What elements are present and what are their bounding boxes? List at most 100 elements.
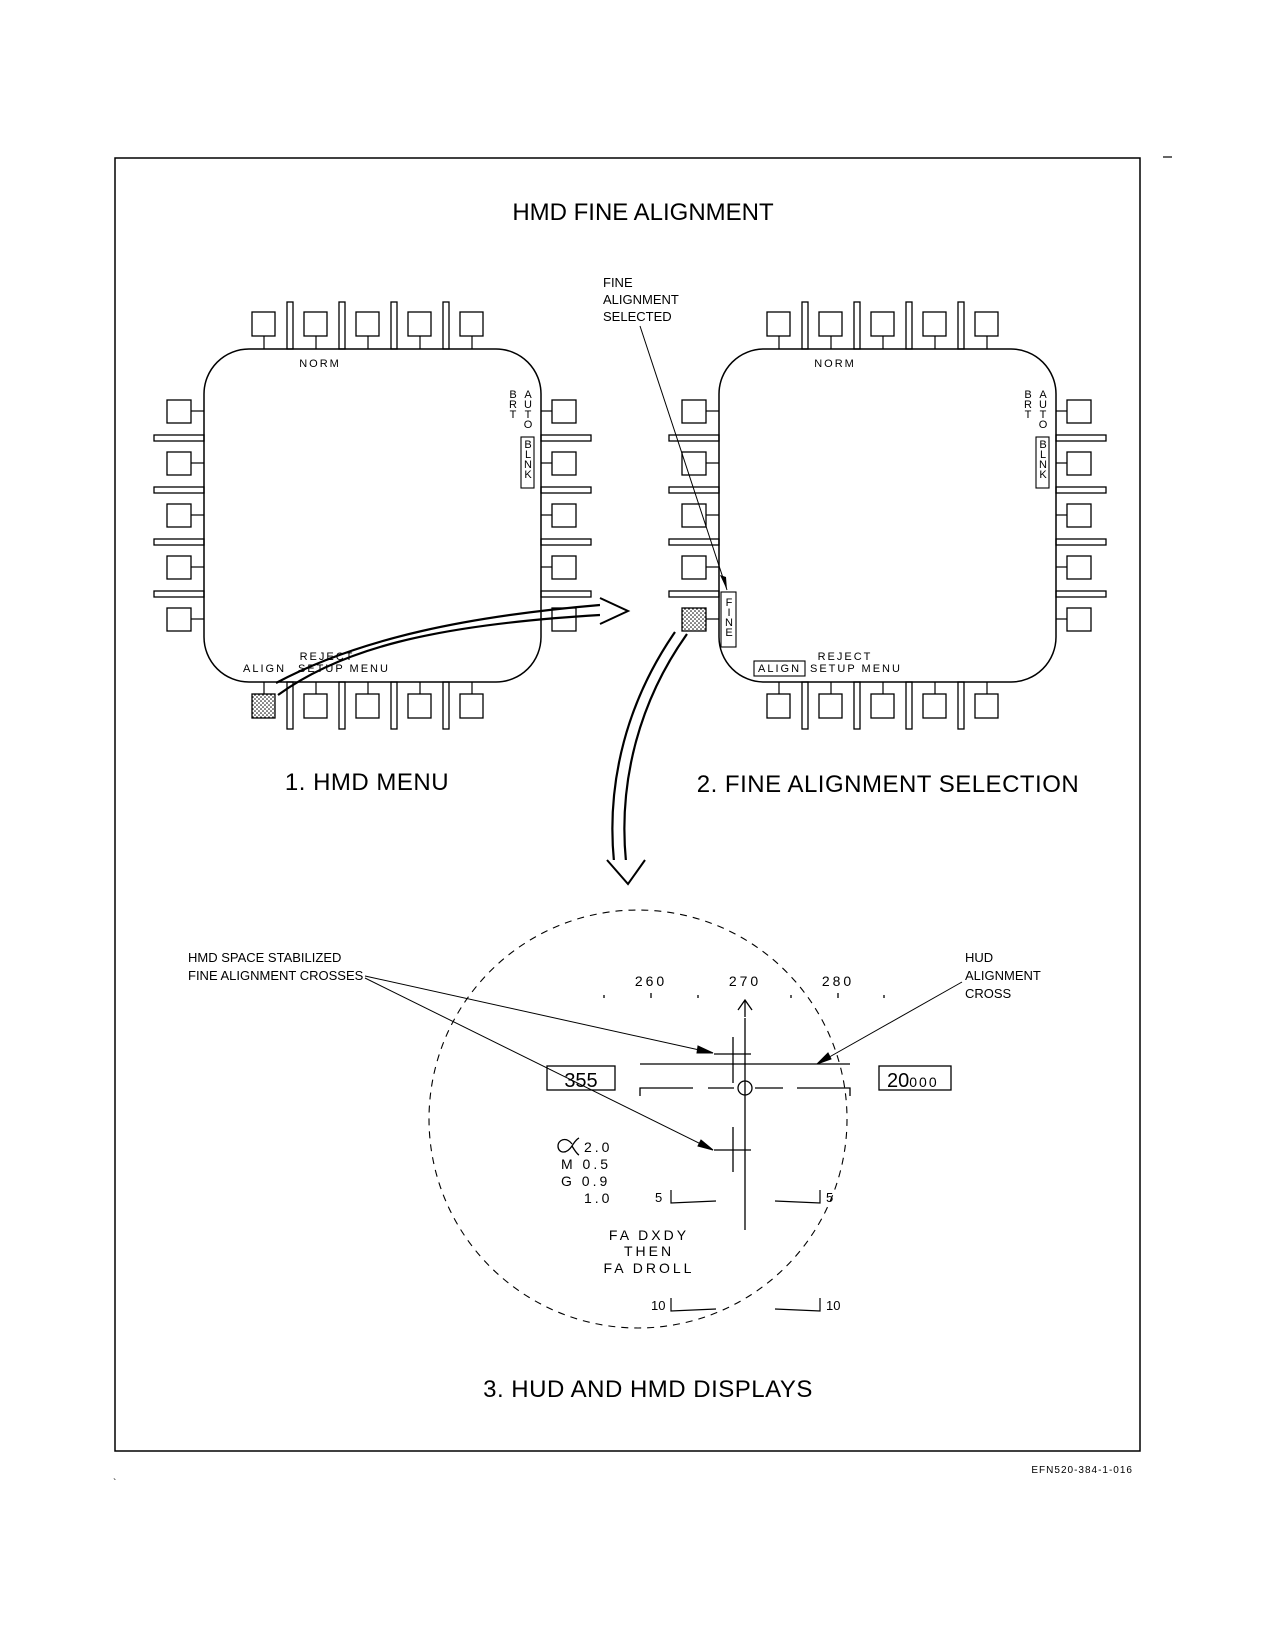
bottom-button-row xyxy=(251,681,484,730)
left-button-4[interactable] xyxy=(166,555,192,580)
bottom-button-5[interactable] xyxy=(974,693,999,719)
bottom-button-2[interactable] xyxy=(303,693,328,719)
top-button-3[interactable] xyxy=(355,311,380,337)
msg-line-1: FA DXDY xyxy=(609,1227,689,1243)
setup-menu-label: SETUP MENU xyxy=(810,663,902,675)
pitch-ladder-10: 10 10 xyxy=(651,1298,840,1313)
bottom-button-5[interactable] xyxy=(459,693,484,719)
left-button-1[interactable] xyxy=(681,399,707,424)
bottom-button-row xyxy=(766,681,999,730)
right-button-5[interactable] xyxy=(1066,607,1092,632)
right-button-5[interactable] xyxy=(551,607,577,632)
right-button-2[interactable] xyxy=(1066,451,1092,476)
msg-line-2: THEN xyxy=(624,1243,674,1259)
right-button-column xyxy=(1055,399,1107,632)
norm-label: NORM xyxy=(299,358,341,370)
mach-value: M 0.5 xyxy=(561,1156,611,1172)
panel2-caption: 2. FINE ALIGNMENT SELECTION xyxy=(697,771,1079,798)
top-button-row xyxy=(251,301,484,350)
right-button-1[interactable] xyxy=(551,399,577,424)
altitude-value: 20000 xyxy=(887,1070,939,1092)
callout-right-line-2: ALIGNMENT xyxy=(965,968,1041,983)
top-button-1[interactable] xyxy=(766,311,791,337)
callout-left-line-1: HMD SPACE STABILIZED xyxy=(188,950,341,965)
figure-frame xyxy=(114,157,1141,1452)
reject-label: REJECT xyxy=(818,651,873,663)
pitch-ladder-5: 5 5 xyxy=(655,1190,833,1205)
stray-mark: ` xyxy=(113,1477,116,1489)
top-button-1[interactable] xyxy=(251,311,276,337)
align-label: ALIGN xyxy=(758,663,801,675)
left-button-3[interactable] xyxy=(166,503,192,528)
bottom-button-3[interactable] xyxy=(870,693,895,719)
right-button-1[interactable] xyxy=(1066,399,1092,424)
hmd-fine-alignment-cross-upper xyxy=(714,1037,751,1083)
pitch-10-right-label: 10 xyxy=(826,1298,840,1313)
right-button-2[interactable] xyxy=(551,451,577,476)
flight-data-block: 2.0 M 0.5 G 0.9 1.0 xyxy=(557,1137,612,1206)
align-box xyxy=(753,660,806,677)
callout-left-leaders xyxy=(364,975,714,1151)
bottom-button-2[interactable] xyxy=(818,693,843,719)
hmd-fine-alignment-cross-lower xyxy=(714,1127,751,1172)
top-button-row xyxy=(766,301,999,350)
transition-arrow-2-to-3 xyxy=(606,631,688,886)
hud-and-hmd-displays: 260 270 280 xyxy=(188,909,1041,1403)
bottom-button-3[interactable] xyxy=(355,693,380,719)
top-button-2[interactable] xyxy=(303,311,328,337)
heading-tick-270: 270 xyxy=(729,973,761,989)
top-button-4[interactable] xyxy=(407,311,432,337)
left-button-column xyxy=(153,399,205,632)
left-button-5[interactable] xyxy=(166,607,192,632)
pitch-5-right-label: 5 xyxy=(826,1190,833,1205)
callout-right-line-1: HUD xyxy=(965,950,993,965)
callout-left-line-2: FINE ALIGNMENT CROSSES xyxy=(188,968,364,983)
top-button-5[interactable] xyxy=(459,311,484,337)
airspeed-value: 355 xyxy=(564,1070,597,1092)
fine-button-pressed[interactable] xyxy=(681,607,707,632)
horizon-line xyxy=(639,1080,851,1096)
alpha-value: 2.0 xyxy=(584,1139,612,1155)
callout-selected: SELECTED xyxy=(603,309,672,324)
bottom-button-1[interactable] xyxy=(766,693,791,719)
callout-fine: FINE xyxy=(603,275,633,290)
norm-label: NORM xyxy=(814,358,856,370)
setup-menu-label: SETUP MENU xyxy=(298,663,390,675)
fine-alignment-message: FA DXDY THEN FA DROLL xyxy=(604,1227,695,1276)
right-button-3[interactable] xyxy=(551,503,577,528)
left-button-2[interactable] xyxy=(166,451,192,476)
top-button-2[interactable] xyxy=(818,311,843,337)
heading-scale: 260 270 280 xyxy=(603,973,885,1017)
callout-right-line-3: CROSS xyxy=(965,986,1012,1001)
g-value: G 0.9 xyxy=(561,1173,610,1189)
alpha-symbol-icon xyxy=(557,1137,580,1156)
figure-code: EFN520-384-1-016 xyxy=(1031,1465,1133,1476)
right-button-column xyxy=(540,399,592,632)
right-button-3[interactable] xyxy=(1066,503,1092,528)
bottom-button-4[interactable] xyxy=(407,693,432,719)
figure-title: HMD FINE ALIGNMENT xyxy=(512,199,774,226)
align-button-pressed[interactable] xyxy=(251,693,276,719)
callout-leader xyxy=(639,325,728,591)
altitude-box xyxy=(878,1065,952,1091)
top-button-5[interactable] xyxy=(974,311,999,337)
pitch-10-left-label: 10 xyxy=(651,1298,665,1313)
left-button-4[interactable] xyxy=(681,555,707,580)
left-button-1[interactable] xyxy=(166,399,192,424)
right-button-4[interactable] xyxy=(551,555,577,580)
top-button-4[interactable] xyxy=(922,311,947,337)
hmd-field-of-view xyxy=(428,909,848,1329)
callout-right-leader xyxy=(816,981,963,1065)
top-button-3[interactable] xyxy=(870,311,895,337)
bottom-button-4[interactable] xyxy=(922,693,947,719)
msg-line-3: FA DROLL xyxy=(604,1260,695,1276)
pitch-5-left-label: 5 xyxy=(655,1190,662,1205)
right-button-4[interactable] xyxy=(1066,555,1092,580)
airspeed-box xyxy=(546,1065,616,1091)
